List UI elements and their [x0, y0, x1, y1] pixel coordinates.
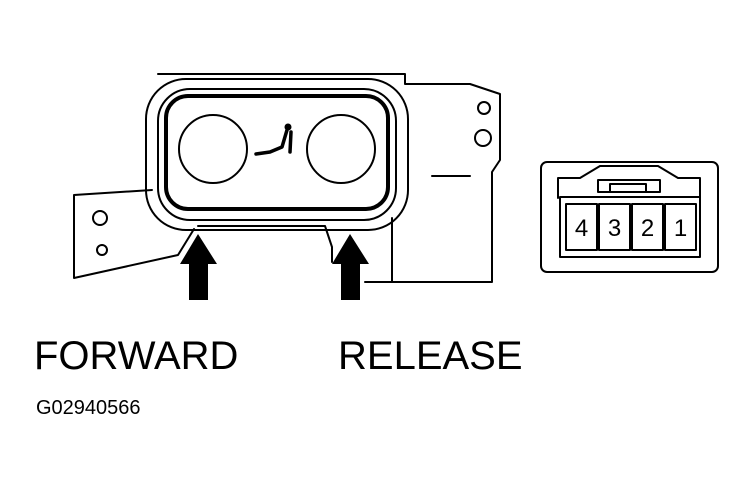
arrow-up-icon	[180, 234, 217, 300]
release-label: RELEASE	[338, 334, 523, 378]
connector-latch-tab	[597, 179, 661, 193]
mount-hole-left-small	[96, 244, 108, 256]
mount-hole-upper-small	[477, 101, 491, 115]
connector-housing	[540, 161, 719, 273]
connector-pin-cavity	[598, 203, 631, 251]
release-knob	[306, 114, 376, 184]
forward-label: FORWARD	[34, 334, 239, 378]
switch-button-frame	[164, 94, 390, 211]
switch-rear-plate	[157, 73, 501, 283]
arrow-up-icon	[332, 234, 369, 300]
connector-pin-cavity	[664, 203, 697, 251]
connector-pin-number: 4	[575, 215, 588, 242]
seat-icon	[254, 123, 293, 156]
connector-pin-cavity	[565, 203, 598, 251]
switch-left-bracket	[73, 189, 195, 279]
connector-pin-number: 3	[608, 215, 621, 242]
connector-pin-cavity	[631, 203, 664, 251]
forward-knob	[178, 114, 248, 184]
switch-bezel-outer	[145, 78, 409, 231]
switch-bezel-inner	[157, 88, 397, 221]
mount-hole-left	[92, 210, 108, 226]
connector-pin-number: 2	[641, 215, 654, 242]
connector-latch-key	[609, 183, 647, 193]
figure-code: G02940566	[36, 397, 141, 419]
connector-latch	[557, 165, 701, 199]
switch-housing-bottom	[197, 225, 333, 263]
connector-pin-number: 1	[674, 215, 687, 242]
mount-hole-upper	[474, 129, 492, 147]
connector-pin-block	[559, 196, 701, 258]
